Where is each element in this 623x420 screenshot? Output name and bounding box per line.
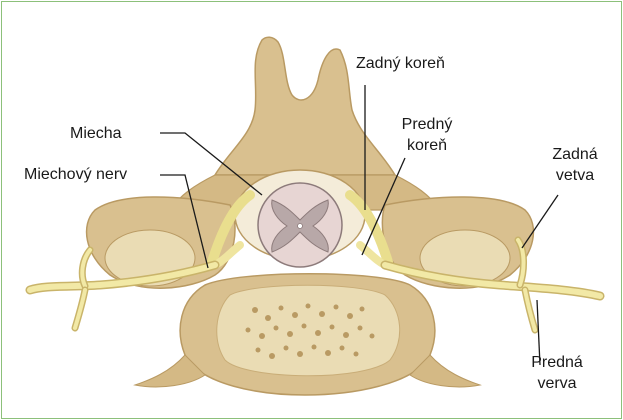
label-zadna-vetva-2: vetva [540,165,610,186]
label-miecha: Miecha [70,123,122,144]
label-predna-verva-2: verva [512,373,602,394]
label-zadny-koren: Zadný koreň [356,53,445,74]
label-miechovy-nerv: Miechový nerv [24,164,127,185]
label-predny-koren-1: Predný [392,114,462,135]
label-predny-koren-2: koreň [392,135,462,156]
central-canal [298,224,303,229]
label-zadna-vetva-1: Zadná [540,144,610,165]
cancellous-bone [217,285,400,376]
label-predna-verva-1: Predná [512,352,602,373]
